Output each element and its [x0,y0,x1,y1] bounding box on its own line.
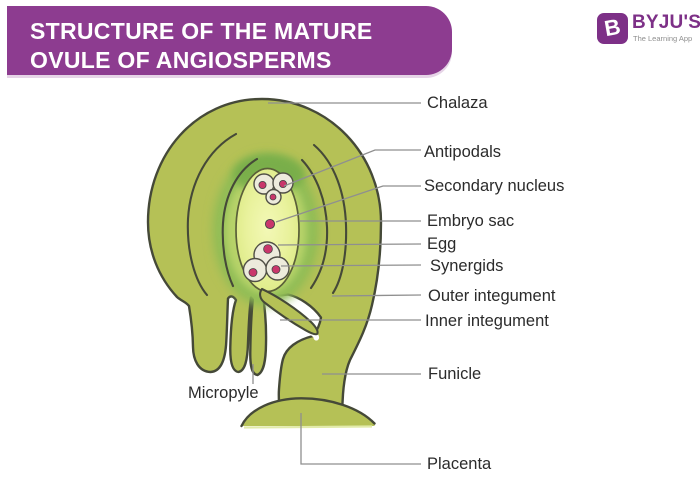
title-line-1: STRUCTURE OF THE MATURE [30,18,373,44]
label-micropyle: Micropyle [188,384,259,402]
label-synergids: Synergids [430,257,504,275]
label-placenta: Placenta [427,455,492,473]
placenta-dome [241,398,375,426]
egg-apparatus-nuclei [248,244,281,277]
label-chalaza: Chalaza [427,94,488,112]
antipodals-pointer [283,149,421,187]
label-outer-integument: Outer integument [428,287,556,305]
placenta-pointer [300,413,421,465]
label-antipodals: Antipodals [424,143,502,161]
label-inner-integument: Inner integument [425,312,549,330]
label-embryo-sac: Embryo sac [427,212,515,230]
inner-integument-arc-right [300,158,329,290]
byjus-brand-text: BYJU'S [632,12,700,33]
inner-integument-arc-left [221,157,259,288]
title-line-2: OVULE OF ANGIOSPERMS [30,46,332,73]
label-egg: Egg [427,235,457,253]
label-secondary-nucleus: Secondary nucleus [424,177,565,195]
placenta-base-highlight [243,425,373,429]
label-funicle: Funicle [428,365,482,383]
secondary-nucleus [264,218,276,230]
outer-integument-arc-right [312,143,348,295]
synergids-pointer [280,264,422,267]
byjus-tagline: The Learning App [633,34,693,43]
outer-integument-pointer [331,294,422,297]
title-banner: STRUCTURE OF THE MATURE OVULE OF ANGIOSP… [7,6,452,75]
placenta-dome-outline [240,397,376,428]
byjus-logo-icon: B [597,13,628,44]
inner-integument-right-tip [259,287,319,336]
outer-integument-arc-left [186,132,238,297]
secondary-nucleus-pointer [275,185,421,223]
egg-pointer [277,243,422,246]
